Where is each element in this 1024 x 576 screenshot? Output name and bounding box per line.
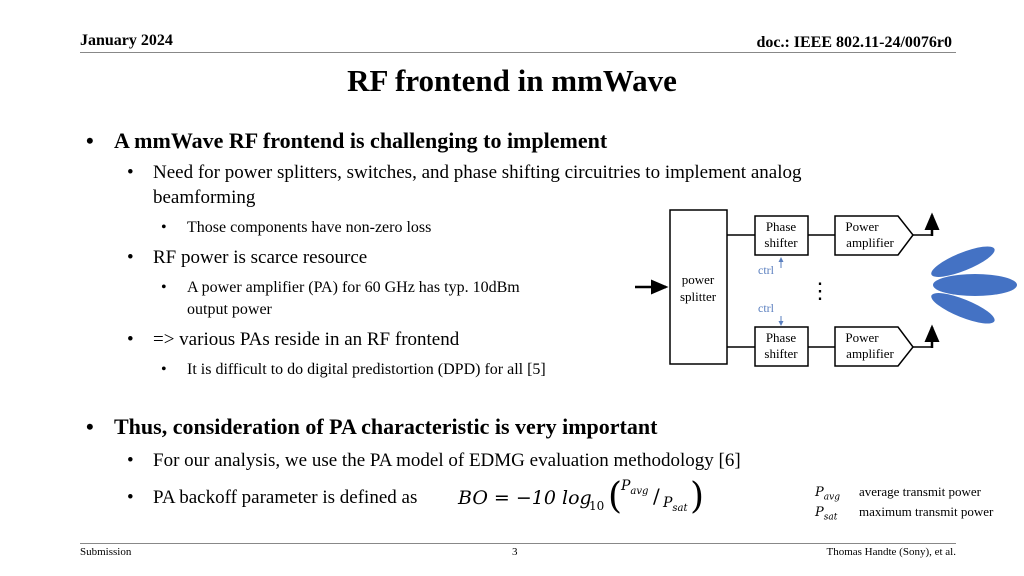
power-amplifier-label: Power	[845, 330, 879, 345]
power-splitter-label: power	[682, 272, 715, 287]
bullet-text: A power amplifier (PA) for 60 GHz has ty…	[187, 279, 520, 296]
bullet-text-continued: output power	[187, 301, 272, 318]
footer-rule	[80, 543, 956, 544]
legend-psat: Psat maximum transmit power	[815, 504, 993, 523]
ctrl-label: ctrl	[758, 301, 775, 315]
bullet-text: PA backoff parameter is defined as	[153, 487, 418, 508]
bullet-text: => various PAs reside in an RF frontend	[153, 329, 460, 350]
bullet-text: RF power is scarce resource	[153, 247, 368, 268]
bullet-text: It is difficult to do digital predistort…	[187, 361, 546, 378]
formula-open-paren: (	[608, 476, 623, 517]
phase-shifter-label: Phase	[766, 330, 797, 345]
footer-author: Thomas Handte (Sony), et al.	[826, 546, 956, 558]
phase-shifter-label: shifter	[764, 235, 798, 250]
legend-symbol: Psat	[815, 505, 838, 523]
formula-log-subscript: 10	[589, 499, 605, 513]
legend-description: maximum transmit power	[859, 504, 994, 519]
formula-lhs: BO = −10 log	[458, 487, 592, 509]
phase-shifter-label: shifter	[764, 346, 798, 361]
footer-submission: Submission	[80, 546, 132, 558]
formula-denominator: Psat	[663, 495, 688, 514]
header-rule	[80, 52, 956, 53]
bullet-text: For our analysis, we use the PA model of…	[153, 450, 741, 471]
header-date: January 2024	[80, 32, 173, 49]
phase-shifter-label: Phase	[766, 219, 797, 234]
legend-description: average transmit power	[859, 484, 982, 499]
formula-close-paren: )	[690, 476, 705, 517]
formula-slash: /	[653, 484, 660, 508]
legend-symbol: Pavg	[815, 485, 840, 503]
bullet-text: Need for power splitters, switches, and …	[153, 162, 802, 183]
slide-title: RF frontend in mmWave	[347, 63, 677, 98]
power-splitter-block	[669, 209, 728, 365]
bullet-text: Thus, consideration of PA characteristic…	[114, 414, 658, 439]
power-splitter-label: splitter	[680, 289, 717, 304]
power-amplifier-block	[834, 215, 914, 256]
power-amplifier-label: amplifier	[846, 346, 894, 361]
bullet-text: A mmWave RF frontend is challenging to i…	[114, 128, 608, 153]
formula-numerator: Pavg	[621, 478, 649, 497]
ellipsis-icon: ⋮	[809, 278, 831, 303]
beam-pattern-icon	[931, 246, 1017, 324]
header-doc-id: doc.: IEEE 802.11-24/0076r0	[756, 34, 952, 51]
bullet-text: Those components have non-zero loss	[187, 219, 432, 236]
page-number: 3	[512, 546, 518, 558]
rf-frontend-diagram: power splitter Phase shifter Power ampli…	[635, 209, 940, 367]
legend-pavg: Pavg average transmit power	[815, 484, 981, 503]
bullet-text-continued: beamforming	[153, 187, 256, 208]
power-amplifier-label: amplifier	[846, 235, 894, 250]
power-amplifier-block	[834, 326, 914, 367]
power-amplifier-label: Power	[845, 219, 879, 234]
ctrl-label: ctrl	[758, 263, 775, 277]
